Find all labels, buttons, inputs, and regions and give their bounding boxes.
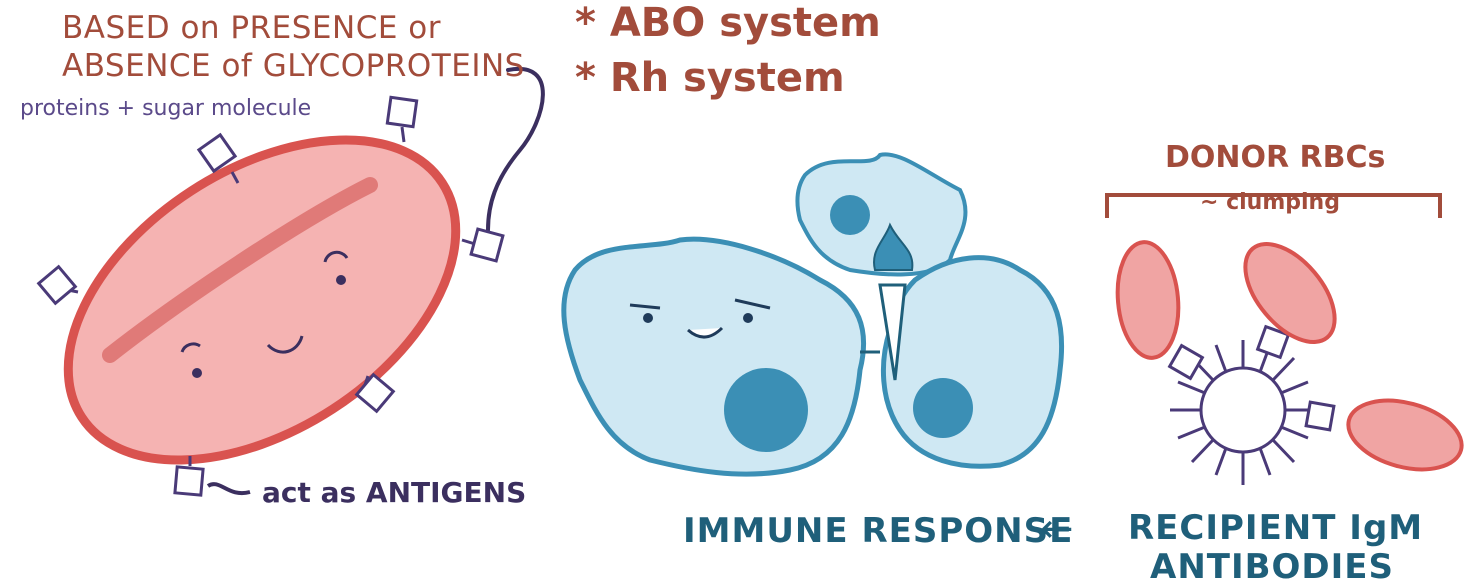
donor-rbcs-title: DONOR RBCs (1165, 140, 1386, 175)
recipient-igm-label-line2: ANTIBODIES (1150, 547, 1395, 587)
antigen-pointer-squiggle (206, 482, 251, 496)
immune-cells (561, 152, 1065, 477)
left-arrow-icon: ← (1040, 506, 1074, 552)
glycoprotein-definition: proteins + sugar molecule (20, 96, 312, 121)
rh-system-item: * Rh system (575, 55, 845, 101)
immune-response-label: IMMUNE RESPONSE (683, 511, 1074, 551)
glycoprotein-heading-line2: ABSENCE of GLYCOPROTEINS (62, 48, 525, 84)
glycoprotein-antigens (36, 95, 505, 497)
recipient-igm-label-line1: RECIPIENT IgM (1128, 508, 1424, 548)
igm-antibody-cluster (1170, 340, 1315, 485)
donor-bracket (1105, 193, 1442, 218)
heading-connector-line (486, 66, 545, 232)
red-blood-cell-main (63, 135, 461, 465)
glycoprotein-heading-line1: BASED on PRESENCE or (62, 10, 442, 46)
donor-rbcs (1115, 240, 1464, 472)
abo-system-item: * ABO system (575, 0, 881, 46)
clumping-label: ~ clumping (1200, 190, 1340, 215)
igm-bound-antigens (1167, 324, 1336, 432)
antigen-label: act as ANTIGENS (262, 476, 527, 509)
